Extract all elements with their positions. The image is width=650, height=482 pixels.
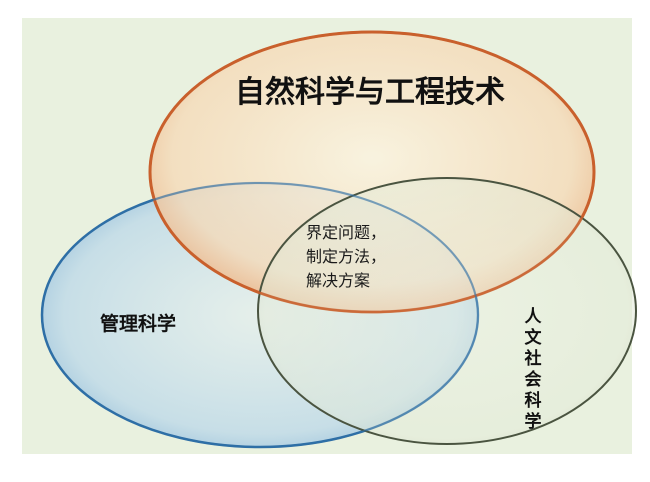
label-humanities-char: 会 (525, 369, 542, 390)
label-humanities-char: 人 (525, 307, 543, 327)
intersection-line-3: 解决方案 (306, 271, 370, 290)
ellipse-management-science-outline (41, 182, 479, 448)
intersection-line-2: 制定方法， (306, 247, 386, 266)
ellipse-natural-science-outline (148, 30, 596, 314)
label-humanities-char: 社 (524, 348, 542, 369)
label-humanities-char: 学 (525, 411, 542, 432)
label-management-science: 管理科学 (100, 312, 176, 335)
label-humanities: 人 文 社 会 科 学 (524, 307, 543, 432)
label-humanities-char: 科 (525, 390, 542, 411)
label-natural-science: 自然科学与工程技术 (235, 75, 505, 110)
intersection-line-1: 界定问题， (306, 223, 386, 242)
label-humanities-char: 文 (525, 327, 543, 348)
ellipse-humanities (257, 177, 637, 445)
